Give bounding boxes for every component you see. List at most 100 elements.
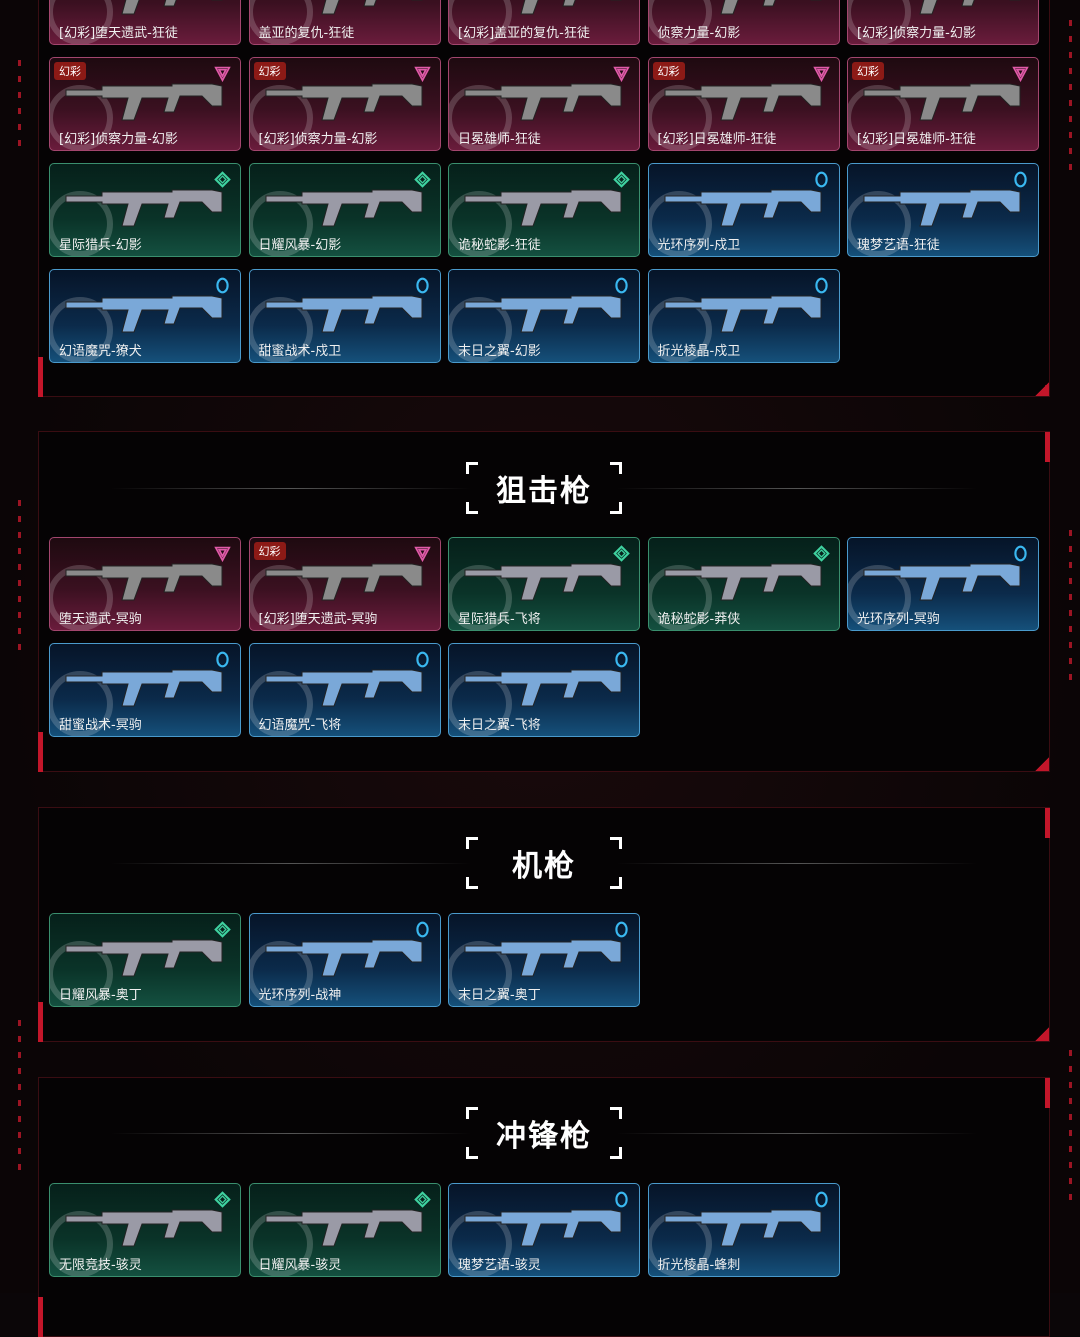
- weapon-grid: 日耀风暴-奥丁 光环序列-战神 末日之翼-奥丁: [49, 913, 1039, 1007]
- weapon-card[interactable]: 瑰梦艺语-狂徒: [847, 163, 1039, 257]
- weapon-name: 日耀风暴-幻影: [258, 238, 342, 253]
- weapon-card[interactable]: 折光棱晶-戍卫: [647, 269, 840, 363]
- weapon-card[interactable]: 日耀风暴-骇灵: [248, 1183, 441, 1277]
- weapon-card[interactable]: 甜蜜战术-冥驹: [49, 643, 241, 737]
- tier-watermark-icon: [50, 191, 113, 256]
- weapon-card[interactable]: 侦察力量-幻影: [647, 0, 840, 45]
- weapon-image: [863, 83, 1021, 121]
- weapon-card[interactable]: 瑰梦艺语-骇灵: [448, 1183, 640, 1277]
- weapon-card[interactable]: 末日之翼-幻影: [448, 269, 640, 363]
- machine-gun-section: 机枪 日耀风暴-奥丁 光环序列-战神 末日之翼-奥丁: [38, 807, 1050, 1042]
- prismatic-badge: 幻彩: [852, 62, 884, 80]
- weapon-card[interactable]: 幻彩[幻彩]侦察力量-幻影: [248, 57, 441, 151]
- weapon-name: 侦察力量-幻影: [657, 26, 741, 41]
- tier-watermark-icon: [648, 565, 712, 630]
- weapon-card[interactable]: 幻语魔咒-飞将: [248, 643, 441, 737]
- weapon-image: [464, 189, 622, 227]
- tier-watermark-icon: [449, 0, 512, 44]
- weapon-card[interactable]: [幻彩]盖亚的复仇-狂徒: [448, 0, 640, 45]
- weapon-card[interactable]: 甜蜜战术-戍卫: [248, 269, 441, 363]
- triangle-tier-icon: [1012, 66, 1029, 82]
- weapon-card[interactable]: 日耀风暴-幻影: [248, 163, 441, 257]
- weapon-image: [265, 295, 422, 333]
- diamond-tier-icon: [413, 1191, 431, 1208]
- weapon-image: [520, 0, 622, 15]
- weapon-image: [664, 189, 821, 227]
- section-title-text: 狙击枪: [496, 474, 592, 509]
- side-decoration: [18, 1020, 21, 1170]
- weapon-name: 光环序列-冥驹: [857, 612, 940, 627]
- weapon-name: 堕天遗武-冥驹: [59, 612, 142, 627]
- weapon-image: [464, 563, 622, 601]
- weapon-image: [65, 1209, 223, 1247]
- circle-tier-icon: [814, 277, 828, 294]
- circle-tier-icon: [814, 1191, 828, 1208]
- weapon-name: 末日之翼-奥丁: [458, 988, 541, 1003]
- triangle-tier-icon: [613, 66, 630, 82]
- weapon-name: 诡秘蛇影-莽侠: [657, 612, 741, 627]
- weapon-image: [719, 0, 821, 15]
- weapon-image: [863, 563, 1021, 601]
- weapon-image: [65, 563, 223, 601]
- tier-watermark-icon: [249, 1211, 313, 1276]
- tier-watermark-icon: [648, 191, 712, 256]
- weapon-card[interactable]: 幻彩[幻彩]堕天遗武-冥驹: [248, 537, 441, 631]
- tier-watermark-icon: [848, 565, 911, 630]
- weapon-card[interactable]: 诡秘蛇影-莽侠: [647, 537, 840, 631]
- weapon-card[interactable]: 折光棱晶-蜂刺: [647, 1183, 840, 1277]
- weapon-card[interactable]: 末日之翼-奥丁: [448, 913, 640, 1007]
- weapon-card[interactable]: 光环序列-戍卫: [647, 163, 840, 257]
- weapon-name: 瑰梦艺语-狂徒: [857, 238, 940, 253]
- weapon-name: [幻彩]日冕雄师-狂徒: [857, 132, 976, 147]
- weapon-image: [464, 1209, 622, 1247]
- weapon-image: [265, 189, 422, 227]
- circle-tier-icon: [415, 651, 429, 668]
- weapon-card[interactable]: 诡秘蛇影-狂徒: [448, 163, 640, 257]
- weapon-card[interactable]: 幻语魔咒-獠犬: [49, 269, 241, 363]
- weapon-card[interactable]: 盖亚的复仇-狂徒: [248, 0, 441, 45]
- rifle-section: [幻彩]堕天遗武-狂徒 盖亚的复仇-狂徒[幻彩]盖亚的复仇-狂徒侦察力量-幻影 [幻…: [38, 0, 1050, 397]
- tier-watermark-icon: [249, 297, 313, 362]
- circle-tier-icon: [1014, 171, 1027, 188]
- tier-watermark-icon: [249, 0, 313, 44]
- weapon-name: 光环序列-战神: [258, 988, 342, 1003]
- prismatic-badge: 幻彩: [253, 542, 286, 560]
- weapon-card[interactable]: 星际猎兵-幻影: [49, 163, 241, 257]
- weapon-card[interactable]: 光环序列-冥驹: [847, 537, 1039, 631]
- weapon-card[interactable]: 光环序列-战神: [248, 913, 441, 1007]
- circle-tier-icon: [615, 921, 628, 938]
- weapon-name: 末日之翼-飞将: [458, 718, 541, 733]
- circle-tier-icon: [615, 651, 628, 668]
- sniper-section: 狙击枪 堕天遗武-冥驹 幻彩[幻彩]堕天遗武-冥驹星际猎兵-飞将诡秘蛇影-莽侠 光环…: [38, 431, 1050, 772]
- weapon-card[interactable]: 末日之翼-飞将: [448, 643, 640, 737]
- weapon-card[interactable]: 无限竞技-骇灵: [49, 1183, 241, 1277]
- weapon-grid: [幻彩]堕天遗武-狂徒 盖亚的复仇-狂徒[幻彩]盖亚的复仇-狂徒侦察力量-幻影 [幻…: [49, 0, 1039, 363]
- tier-watermark-icon: [848, 191, 911, 256]
- weapon-card[interactable]: 幻彩 [幻彩]日冕雄师-狂徒: [847, 57, 1039, 151]
- weapon-card[interactable]: 幻彩[幻彩]侦察力量-幻影: [49, 57, 241, 151]
- weapon-card[interactable]: [幻彩]侦察力量-幻影: [847, 0, 1039, 45]
- tier-watermark-icon: [249, 941, 313, 1006]
- weapon-card[interactable]: 日冕雄师-狂徒: [448, 57, 640, 151]
- weapon-image: [464, 295, 622, 333]
- weapon-card[interactable]: [幻彩]堕天遗武-狂徒: [49, 0, 241, 45]
- weapon-card[interactable]: 星际猎兵-飞将: [448, 537, 640, 631]
- smg-section: 冲锋枪 无限竞技-骇灵日耀风暴-骇灵瑰梦艺语-骇灵折光棱晶-蜂刺: [38, 1077, 1050, 1337]
- tier-watermark-icon: [50, 565, 113, 630]
- section-title-text: 机枪: [512, 849, 576, 884]
- tier-watermark-icon: [50, 941, 113, 1006]
- diamond-tier-icon: [413, 171, 431, 188]
- weapon-card[interactable]: 幻彩[幻彩]日冕雄师-狂徒: [647, 57, 840, 151]
- weapon-image: [65, 669, 223, 707]
- weapon-card[interactable]: 堕天遗武-冥驹: [49, 537, 241, 631]
- weapon-name: 日耀风暴-奥丁: [59, 988, 142, 1003]
- weapon-image: [664, 83, 821, 121]
- weapon-image: [65, 83, 223, 121]
- weapon-name: 末日之翼-幻影: [458, 344, 541, 359]
- weapon-card[interactable]: 日耀风暴-奥丁: [49, 913, 241, 1007]
- weapon-image: [664, 563, 821, 601]
- weapon-name: [幻彩]堕天遗武-狂徒: [59, 26, 178, 41]
- section-title: 机枪: [39, 835, 1049, 891]
- diamond-tier-icon: [812, 545, 830, 562]
- circle-tier-icon: [415, 921, 429, 938]
